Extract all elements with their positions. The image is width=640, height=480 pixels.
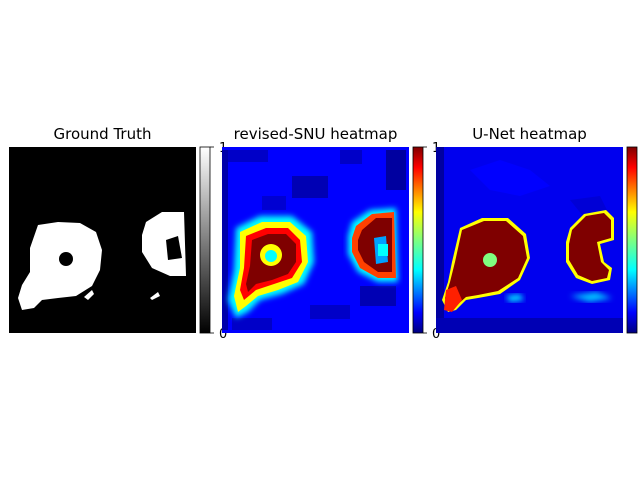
gt-right-region xyxy=(142,212,186,276)
panel-title-ground-truth: Ground Truth xyxy=(53,125,152,143)
ground-truth-image xyxy=(9,147,196,333)
revised-snu-heatmap-image xyxy=(222,147,409,333)
gt-right-hole xyxy=(166,236,182,260)
colorbar-unet xyxy=(626,146,638,334)
panel-title-revised-snu: revised-SNU heatmap xyxy=(233,125,398,143)
gt-right-speck xyxy=(150,292,160,300)
unet-heatmap-image xyxy=(436,147,623,333)
gt-left-speck xyxy=(84,290,94,300)
gt-left-hole xyxy=(59,252,73,266)
gt-left-region xyxy=(18,222,102,310)
colorbar-tick-min: 0 xyxy=(432,327,440,342)
colorbar-tick-min: 0 xyxy=(219,327,227,342)
panel-title-unet: U-Net heatmap xyxy=(472,125,587,143)
